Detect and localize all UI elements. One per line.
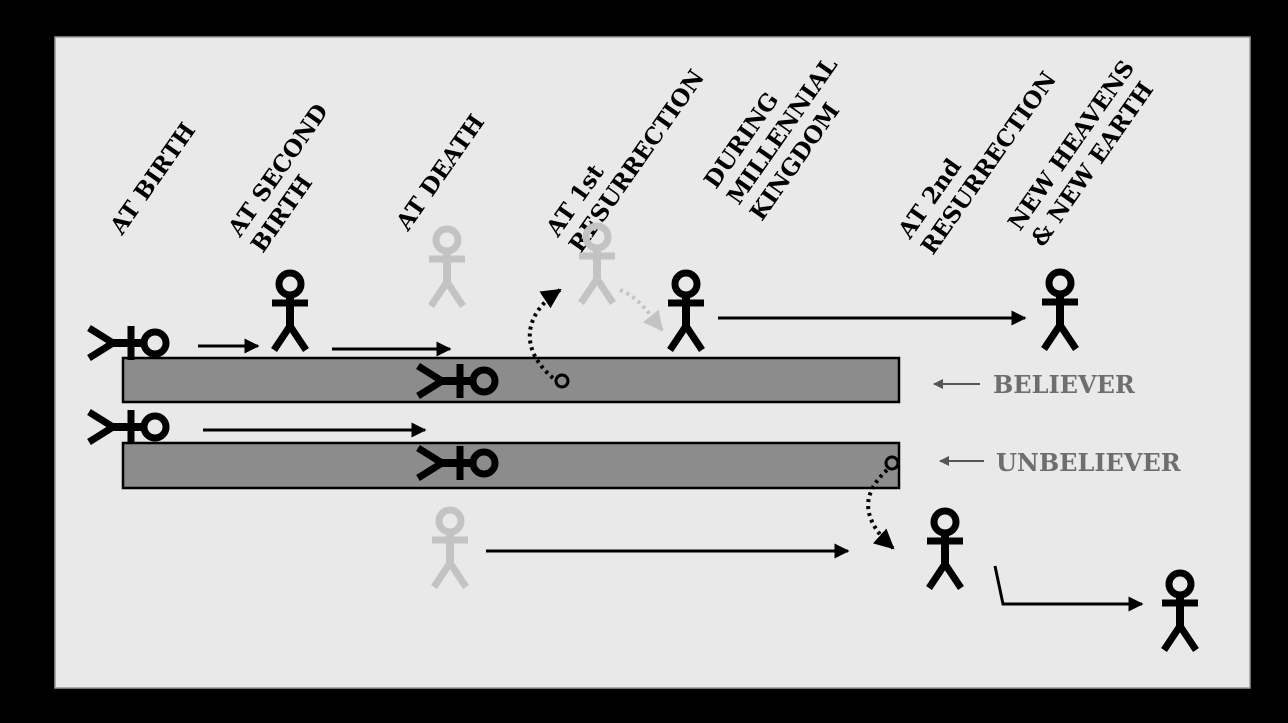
believer-bar	[121, 356, 901, 404]
light-dotted-arrow	[619, 288, 664, 332]
unbeliever-grave-marker	[884, 455, 900, 471]
unbeliever-text: UNBELIEVER	[996, 448, 1182, 477]
unbeliever-resurrection-dotted-arrow	[866, 468, 895, 550]
believer-text: BELIEVER	[993, 370, 1136, 399]
believer-grave-marker	[554, 373, 570, 389]
believer-label: BELIEVER	[933, 370, 1136, 399]
arrow-to-judgment	[993, 565, 1144, 612]
believer-resurrection-dotted-arrow	[527, 288, 562, 380]
unbeliever-label: UNBELIEVER	[939, 448, 1182, 477]
unbeliever-bar	[121, 441, 901, 490]
